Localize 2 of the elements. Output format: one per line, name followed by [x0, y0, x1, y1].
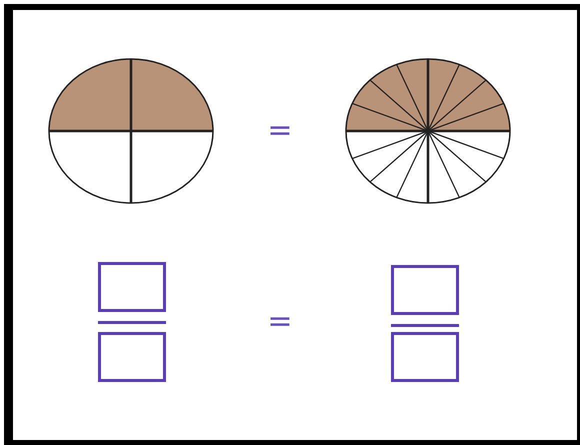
equals-sign: =: [266, 116, 294, 146]
equals-sign: =: [266, 307, 294, 337]
